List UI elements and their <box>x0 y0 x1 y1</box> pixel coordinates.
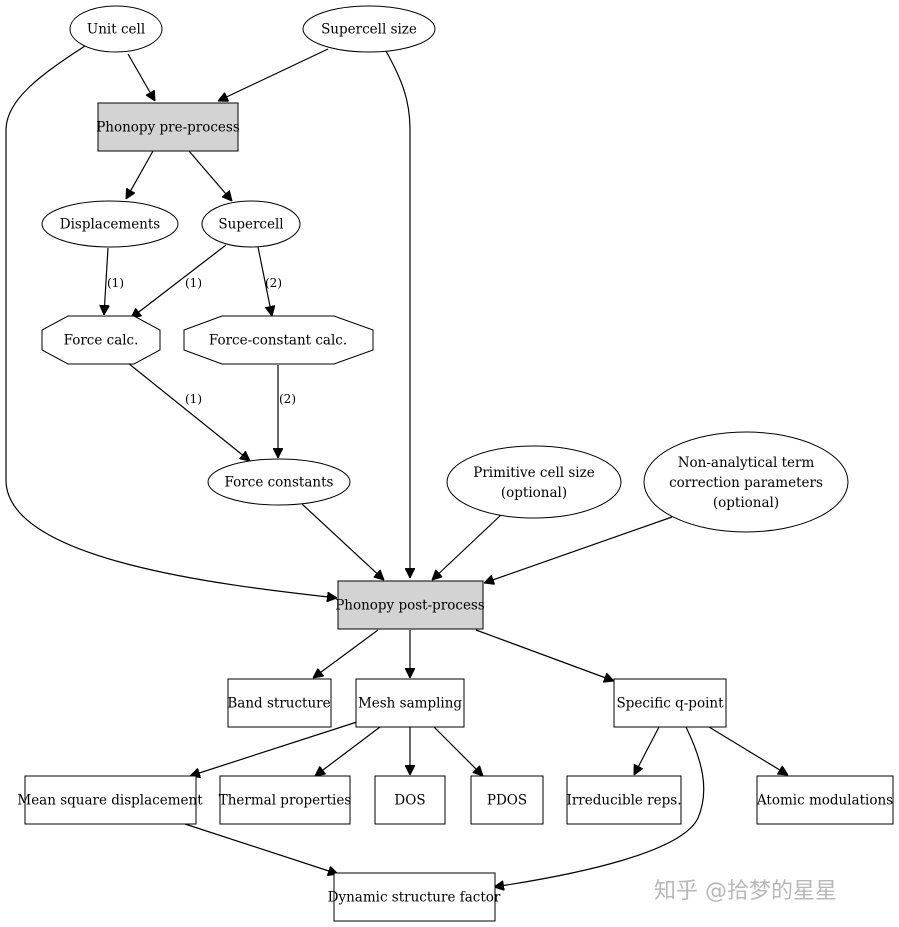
node-mean-square-displacement-label: Mean square displacement <box>17 793 203 809</box>
edge-label-fccalc-fc: (2) <box>279 392 296 406</box>
node-thermal-properties: Thermal properties <box>219 775 352 825</box>
edge-unitcell-post <box>5 43 337 598</box>
edge-mesh-thermal <box>315 726 381 776</box>
node-force-constant-calc: Force-constant calc. <box>183 315 374 365</box>
node-displacements-label: Displacements <box>60 217 161 233</box>
edge-post-band <box>313 629 379 678</box>
edge-supercellsize-pre <box>218 48 329 101</box>
node-irreducible-reps-label: Irreducible reps. <box>567 793 682 809</box>
node-nac-parameters: Non-analytical term correction parameter… <box>643 431 849 533</box>
node-dynamic-structure-factor: Dynamic structure factor <box>328 872 501 922</box>
node-primitive-cell-size-line1: Primitive cell size <box>473 465 594 481</box>
edge-mesh-msd <box>190 720 361 776</box>
node-supercell-label: Supercell <box>218 217 283 233</box>
node-phonopy-pre-process-label: Phonopy pre-process <box>96 120 240 136</box>
edge-pre-supercell <box>188 150 232 201</box>
node-primitive-cell-size: Primitive cell size (optional) <box>446 445 622 519</box>
node-unit-cell: Unit cell <box>69 5 163 53</box>
node-supercell: Supercell <box>201 200 301 248</box>
edge-post-qpoint <box>475 629 614 681</box>
node-force-constant-calc-label: Force-constant calc. <box>209 333 347 349</box>
node-pdos-label: PDOS <box>487 793 527 809</box>
edge-label-disp-force: (1) <box>107 276 124 290</box>
edge-supercell-fcclac <box>257 246 272 316</box>
edge-label-force-fc: (1) <box>185 392 202 406</box>
node-force-calc-label: Force calc. <box>64 333 139 349</box>
node-irreducible-reps: Irreducible reps. <box>566 775 682 825</box>
edge-displacements-forcecalc <box>104 247 108 315</box>
node-mesh-sampling: Mesh sampling <box>355 678 465 728</box>
edge-qpoint-irreps <box>633 726 660 775</box>
edge-nac-post <box>484 516 673 583</box>
node-dos: DOS <box>374 775 446 825</box>
edge-label-super-force: (1) <box>185 276 202 290</box>
node-force-constants-label: Force constants <box>225 475 334 491</box>
node-supercell-size-label: Supercell size <box>321 22 417 38</box>
node-force-calc: Force calc. <box>41 315 161 365</box>
node-band-structure-label: Band structure <box>227 696 330 712</box>
edge-forcecalc-forceconstants <box>127 362 250 461</box>
node-mesh-sampling-label: Mesh sampling <box>358 696 462 712</box>
node-phonopy-post-process-label: Phonopy post-process <box>335 598 485 614</box>
edge-primitive-post <box>432 513 503 580</box>
edge-mesh-pdos <box>433 726 483 776</box>
nodes: Unit cell Supercell size Phonopy pre-pro… <box>17 5 894 922</box>
node-mean-square-displacement: Mean square displacement <box>17 775 203 825</box>
edge-qpoint-atomicmod <box>708 726 788 775</box>
node-displacements: Displacements <box>41 200 179 248</box>
node-specific-q-point-label: Specific q-point <box>616 696 724 712</box>
edge-qpoint-dsf <box>494 726 705 887</box>
edges <box>5 43 788 887</box>
node-phonopy-pre-process: Phonopy pre-process <box>96 102 240 152</box>
edge-supercellsize-post <box>385 50 410 578</box>
node-dynamic-structure-factor-label: Dynamic structure factor <box>328 890 501 906</box>
node-thermal-properties-label: Thermal properties <box>219 793 352 809</box>
watermark: 知乎 @拾梦的星星 <box>654 879 837 904</box>
node-pdos: PDOS <box>470 775 544 825</box>
node-supercell-size: Supercell size <box>302 5 436 53</box>
node-nac-parameters-line3: (optional) <box>713 495 779 511</box>
node-unit-cell-label: Unit cell <box>87 22 145 38</box>
node-dos-label: DOS <box>394 793 425 809</box>
node-specific-q-point: Specific q-point <box>613 678 727 728</box>
edge-label-super-fccalc: (2) <box>265 276 282 290</box>
node-atomic-modulations-label: Atomic modulations <box>756 793 893 809</box>
node-nac-parameters-line2: correction parameters <box>669 475 823 491</box>
node-force-constants: Force constants <box>207 458 351 506</box>
node-phonopy-post-process: Phonopy post-process <box>335 580 485 630</box>
edge-supercell-forcecalc <box>131 244 227 318</box>
edge-forceconstants-post <box>301 503 384 580</box>
edge-msd-dsf <box>184 823 338 874</box>
edge-unitcell-pre <box>127 53 155 101</box>
edge-pre-displacements <box>126 150 154 199</box>
node-nac-parameters-line1: Non-analytical term <box>678 455 815 471</box>
node-atomic-modulations: Atomic modulations <box>756 775 894 825</box>
node-band-structure: Band structure <box>227 678 332 728</box>
edge-labels: (1) (1) (2) (1) (2) <box>107 276 296 406</box>
node-primitive-cell-size-line2: (optional) <box>501 485 567 501</box>
